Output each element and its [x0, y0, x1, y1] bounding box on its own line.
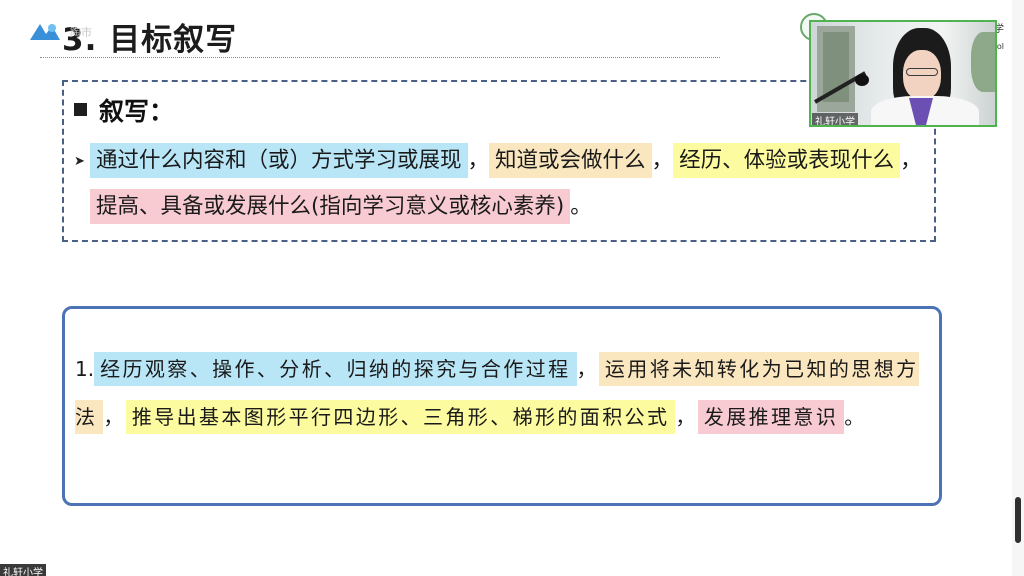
title-ghost-text: 陶市: [70, 26, 92, 39]
goal-segment: ，: [103, 405, 126, 429]
bottom-school-tag: 礼轩小学: [0, 564, 46, 576]
scrollbar-track[interactable]: [1012, 0, 1024, 576]
scrollbar-thumb[interactable]: [1015, 497, 1021, 543]
box-heading: 叙写：: [74, 92, 174, 128]
slide-logo-icon: [30, 24, 60, 40]
formula-segment: 经历、体验或表现什么: [673, 143, 901, 178]
goal-segment: ，: [675, 405, 698, 429]
formula-segment: 提高、具备或发展什么(指向学习意义或核心素养): [90, 189, 571, 224]
writing-formula-box: 叙写： ➤ 通过什么内容和（或）方式学习或展现，知道或会做什么，经历、体验或表现…: [62, 80, 936, 242]
header-divider: [40, 57, 720, 58]
goal-segment: 。: [844, 405, 867, 429]
webcam-glasses-shape: [906, 68, 938, 76]
arrow-bullet-icon: ➤: [74, 154, 85, 169]
formula-segment: ，: [651, 148, 674, 173]
goal-text: 1.经历观察、操作、分析、归纳的探究与合作过程，运用将未知转化为已知的思想方法，…: [75, 345, 941, 441]
formula-segment: 通过什么内容和（或）方式学习或展现: [90, 143, 468, 178]
goal-example-box: 1.经历观察、操作、分析、归纳的探究与合作过程，运用将未知转化为已知的思想方法，…: [62, 306, 942, 506]
corner-text: 学: [994, 24, 1004, 35]
webcam-video[interactable]: 礼轩小学: [809, 20, 997, 127]
slide-title: 3. 目标叙写: [62, 22, 238, 58]
formula-segment: 知道或会做什么: [489, 143, 652, 178]
formula-segment: ，: [900, 148, 922, 173]
formula-segment: ，: [467, 148, 490, 173]
formula-segment: 。: [570, 194, 592, 219]
webcam-name-label: 礼轩小学: [812, 113, 858, 125]
microphone-head-icon: [855, 74, 869, 86]
box-heading-text: 叙写：: [99, 97, 175, 126]
goal-segment: 经历观察、操作、分析、归纳的探究与合作过程: [94, 352, 577, 386]
goal-number: 1.: [75, 357, 95, 381]
goal-segment: 推导出基本图形平行四边形、三角形、梯形的面积公式: [125, 400, 676, 434]
formula-text: 通过什么内容和（或）方式学习或展现，知道或会做什么，经历、体验或表现什么，提高、…: [90, 138, 930, 230]
webcam-plant-shape: [971, 32, 995, 92]
square-bullet-icon: [74, 103, 87, 116]
corner-text-small: ool: [992, 42, 1005, 51]
goal-segment: 发展推理意识: [697, 400, 845, 434]
goal-segment: ，: [576, 357, 599, 381]
